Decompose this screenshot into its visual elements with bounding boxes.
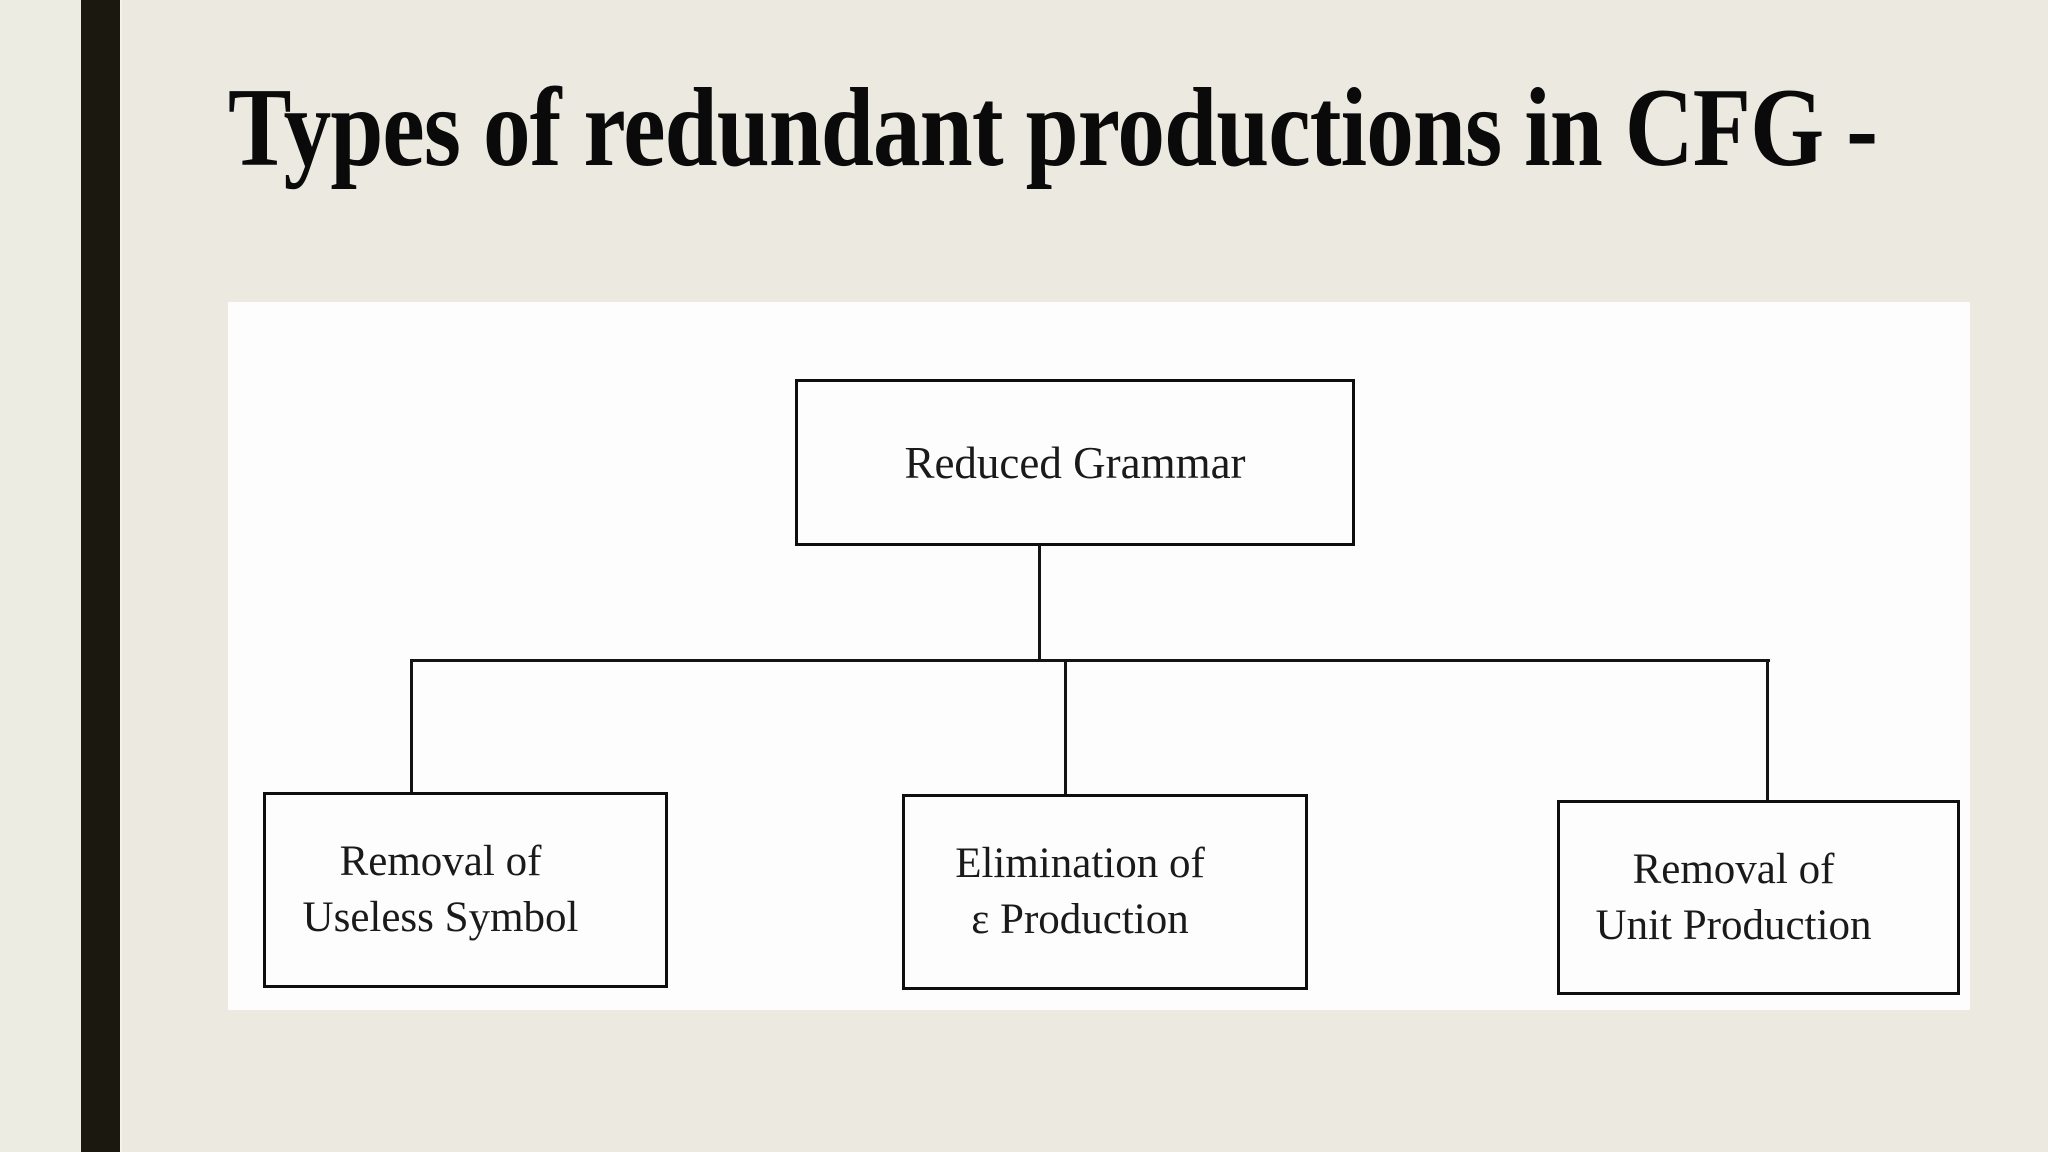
connector-horizontal-rail bbox=[410, 659, 1770, 662]
node-elimination-epsilon-production: Elimination of ε Production bbox=[902, 794, 1308, 990]
node-reduced-grammar-label: Reduced Grammar bbox=[904, 437, 1246, 488]
connector-drop-right bbox=[1766, 659, 1769, 802]
node-reduced-grammar: Reduced Grammar bbox=[795, 379, 1355, 546]
slide-title: Types of redundant productions in CFG - bbox=[228, 66, 1878, 190]
connector-root-stem bbox=[1038, 544, 1041, 661]
node-c3-line2: Unit Production bbox=[1595, 901, 1872, 949]
node-removal-useless-symbol: Removal of Useless Symbol bbox=[263, 792, 668, 988]
node-removal-unit-production-label: Removal of Unit Production bbox=[1596, 842, 1872, 954]
left-accent-bar bbox=[81, 0, 122, 1152]
node-c2-line1: Elimination of bbox=[955, 840, 1205, 887]
node-c1-line1: Removal of bbox=[339, 838, 542, 885]
connector-drop-middle bbox=[1064, 659, 1067, 796]
node-c2-line2: ε Production bbox=[971, 896, 1189, 943]
node-c1-line2: Useless Symbol bbox=[302, 894, 579, 941]
node-removal-useless-symbol-label: Removal of Useless Symbol bbox=[303, 834, 579, 946]
node-c3-line1: Removal of bbox=[1632, 845, 1835, 893]
left-margin-strip bbox=[0, 0, 81, 1152]
connector-drop-left bbox=[410, 659, 413, 794]
node-removal-unit-production: Removal of Unit Production bbox=[1557, 800, 1960, 995]
node-elimination-epsilon-production-label: Elimination of ε Production bbox=[955, 836, 1205, 948]
